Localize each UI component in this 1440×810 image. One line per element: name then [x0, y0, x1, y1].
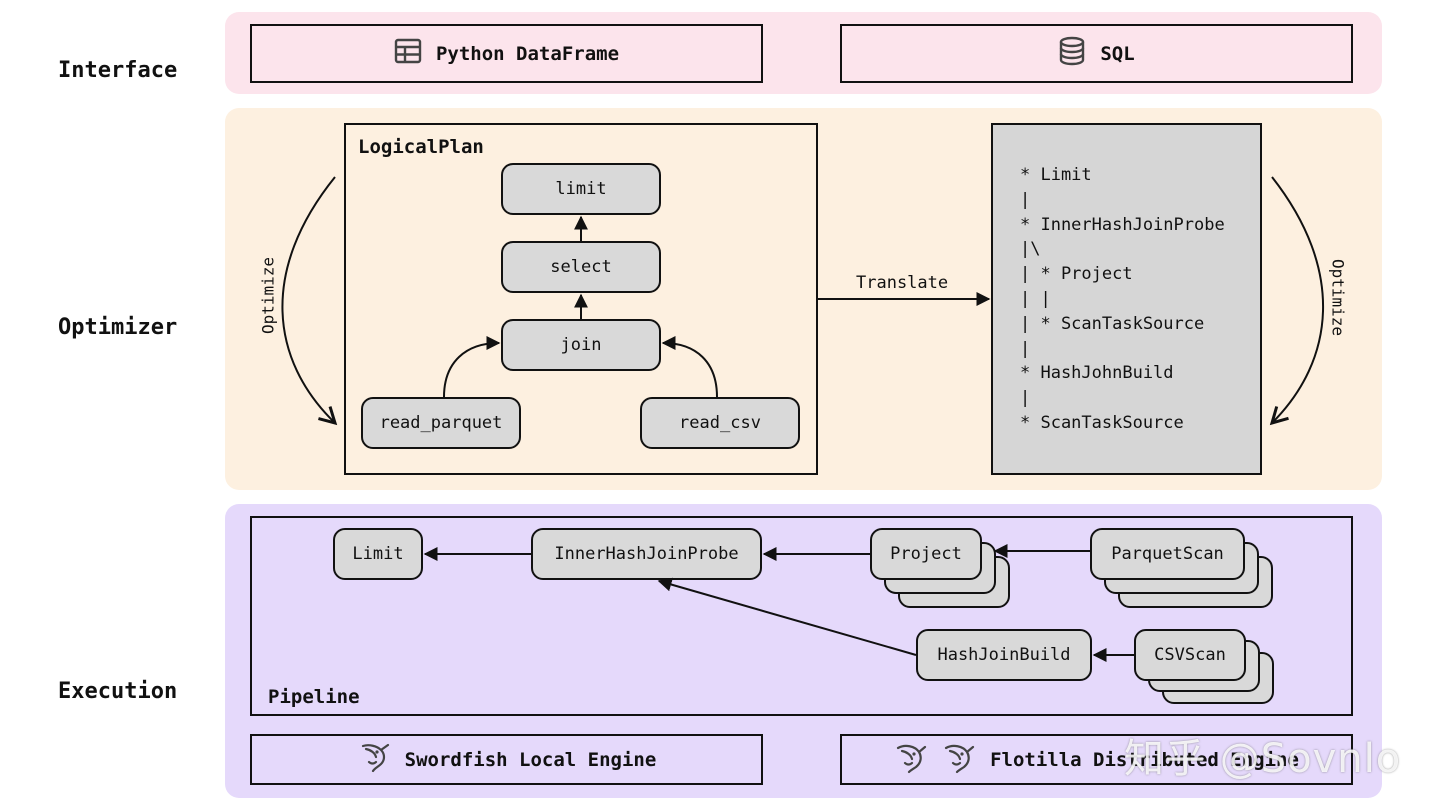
physical-plan-box: [991, 123, 1262, 475]
sql-label: SQL: [1100, 42, 1135, 65]
python-dataframe-label: Python DataFrame: [435, 42, 620, 65]
physical-plan-line: * InnerHashJoinProbe: [1020, 214, 1225, 235]
arrow-build-to-probe: [657, 577, 917, 656]
layer-label-optimizer: Optimizer: [58, 315, 178, 340]
optimize-arrow-right: [1269, 176, 1324, 426]
physical-plan-text: * Limit | * InnerHashJoinProbe |\ | * Pr…: [1020, 163, 1225, 436]
dolphin-icon: [942, 740, 976, 779]
physical-plan-line: * HashJohnBuild: [1020, 363, 1174, 384]
physical-plan-line: | * Project: [1020, 264, 1133, 285]
distributed-engine-box: Flotilla Distributed Engine: [840, 734, 1353, 785]
logical-plan-title: LogicalPlan: [358, 136, 484, 158]
physical-plan-line: * ScanTaskSource: [1020, 412, 1184, 433]
layer-label-execution: Execution: [58, 679, 178, 704]
exec-node-csv-scan: CSVScan: [1134, 629, 1246, 681]
logical-plan-box: [344, 123, 818, 475]
local-engine-label: Swordfish Local Engine: [404, 748, 657, 771]
exec-node-parquet-scan: ParquetScan: [1090, 528, 1245, 580]
sql-box: SQL: [840, 24, 1353, 83]
physical-plan-line: * Limit: [1020, 165, 1092, 185]
local-engine-box: Swordfish Local Engine: [250, 734, 763, 785]
distributed-engine-label: Flotilla Distributed Engine: [990, 748, 1299, 771]
table-icon: [394, 37, 422, 70]
physical-plan-line: | * ScanTaskSource: [1020, 313, 1205, 334]
physical-plan-line: |\: [1020, 239, 1041, 260]
logical-node-join: join: [501, 319, 661, 371]
exec-node-build: HashJoinBuild: [916, 629, 1092, 681]
physical-plan-line: | |: [1020, 288, 1051, 309]
translate-label: Translate: [856, 273, 949, 293]
exec-node-probe: InnerHashJoinProbe: [531, 528, 762, 580]
physical-plan-line: |: [1020, 338, 1031, 359]
logical-node-read-csv: read_csv: [640, 397, 800, 449]
logical-node-limit: limit: [501, 163, 661, 215]
python-dataframe-box: Python DataFrame: [250, 24, 763, 83]
database-icon: [1058, 36, 1086, 71]
arrow-read-csv-to-join: [661, 336, 718, 398]
swordfish-icon: [357, 740, 391, 779]
exec-node-project: Project: [870, 528, 982, 580]
exec-node-limit: Limit: [333, 528, 423, 580]
logical-node-read-parquet: read_parquet: [361, 397, 521, 449]
layer-label-interface: Interface: [58, 58, 178, 83]
optimize-arrow-left: [281, 176, 338, 426]
physical-plan-line: |: [1020, 388, 1031, 409]
pipeline-box: [250, 516, 1353, 716]
pipeline-title: Pipeline: [268, 686, 360, 708]
logical-node-select: select: [501, 241, 661, 293]
watermark: 知乎 @Sovnlo: [1124, 736, 1402, 782]
arrow-read-parquet-to-join: [443, 336, 501, 398]
dolphin-icon: [894, 740, 928, 779]
physical-plan-line: |: [1020, 189, 1031, 210]
